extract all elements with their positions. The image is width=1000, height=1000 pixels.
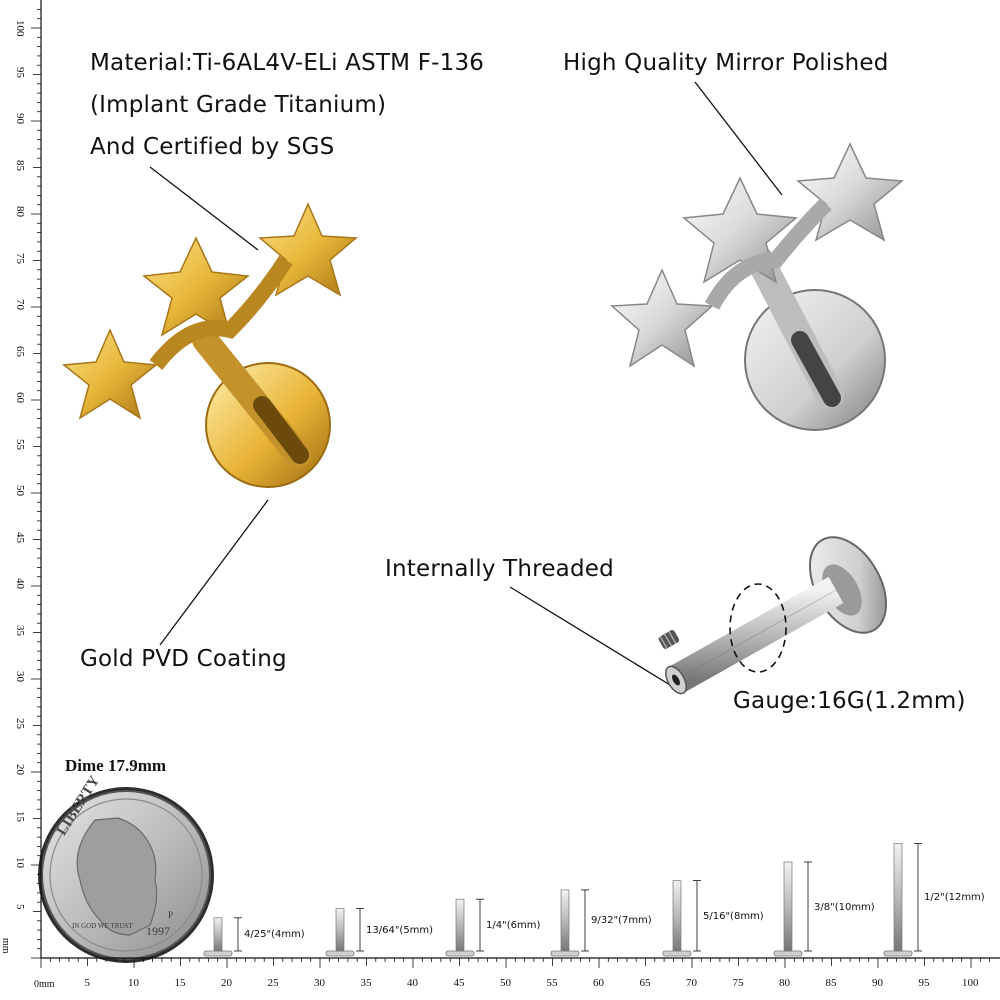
leader-lines [149,81,783,686]
silver-star-bridge [704,198,832,310]
mirror-leader [694,81,783,196]
length-label: 4/25"(4mm) [244,929,305,941]
horizontal-tick-label: 75 [732,977,744,989]
horizontal-tick-label: 40 [407,977,418,989]
length-size-chart [203,843,922,957]
material-leader [149,166,259,251]
length-label: 13/64"(5mm) [366,924,434,936]
horizontal-tick-label: 15 [174,977,186,989]
horizontal-tick-label: 70 [686,977,697,989]
length-label: 5/16"(8mm) [703,910,764,922]
gold-leader [159,499,269,646]
vertical-tick-label: 100 [14,20,26,37]
vertical-ruler-unit: mm [0,938,11,954]
length-bar-4mm [203,917,242,957]
vertical-tick-label: 10 [14,857,26,868]
horizontal-tick-label: 5 [84,977,91,989]
dime-motto-text: IN GOD WE TRUST [72,922,133,930]
horizontal-tick-label: 20 [221,977,232,989]
dime-portrait [76,817,158,936]
vertical-tick-label: 40 [14,578,26,589]
vertical-tick-label: 35 [14,624,26,636]
gold-star-2 [142,236,250,337]
horizontal-tick-label: 50 [500,977,511,989]
horizontal-tick-label: 25 [267,977,279,989]
vertical-tick-label: 5 [14,903,26,910]
horizontal-tick-label: 85 [825,977,837,989]
length-label: 1/2"(12mm) [924,892,985,904]
horizontal-tick-label: 35 [360,977,372,989]
silver-star-stud [610,142,904,431]
vertical-tick-label: 60 [14,392,26,403]
rulers [31,0,1000,968]
vertical-tick-label: 95 [14,66,26,78]
vertical-tick-label: 25 [14,717,26,729]
gauge-callout: Gauge:16G(1.2mm) [733,688,966,714]
vertical-tick-label: 90 [14,113,26,124]
vertical-tick-label: 65 [14,345,26,357]
gold-pvd-callout: Gold PVD Coating [80,646,287,672]
horizontal-tick-label: 80 [779,977,790,989]
length-bar-8mm [662,880,701,957]
silver-star-1 [610,268,714,368]
vertical-tick-label: 85 [14,159,26,171]
horizontal-tick-label: 30 [314,977,325,989]
mirror-polished-callout: High Quality Mirror Polished [563,50,889,76]
gold-star-stud [62,202,358,488]
vertical-tick-label: 15 [14,810,26,822]
vertical-tick-label: 70 [14,299,26,310]
vertical-tick-label: 80 [14,206,26,217]
gold-post-shadow [253,396,309,464]
length-bar-7mm [550,889,589,957]
length-bar-6mm [445,898,484,957]
gauge-dashed-highlight [729,583,787,673]
dime-mint-mark: P [168,910,174,920]
horizontal-tick-label: 100 [962,977,979,989]
length-bar-5mm [325,908,364,957]
horizontal-tick-label: 55 [546,977,558,989]
vertical-tick-label: 75 [14,252,26,264]
horizontal-tick-label: 65 [639,977,651,989]
dime-year-text: 1997 [146,924,170,938]
length-bar-12mm [883,843,922,957]
vertical-tick-label: 30 [14,671,26,682]
threaded-labret-post [658,536,887,695]
gold-star-bridge [149,255,293,370]
threaded-leader [509,586,671,686]
set-screw-icon [658,630,680,649]
vertical-tick-label: 45 [14,531,26,543]
horizontal-tick-label: 10 [128,977,139,989]
length-label: 9/32"(7mm) [591,915,652,927]
vertical-tick-label: 20 [14,764,26,775]
labret-shaft [668,576,844,694]
material-callout-line2: (Implant Grade Titanium) [90,92,387,118]
material-callout-line1: Material:Ti-6AL4V-ELi ASTM F-136 [90,50,485,76]
horizontal-tick-label: 95 [918,977,930,989]
length-label: 1/4"(6mm) [486,920,541,932]
dime-coin [38,787,214,963]
gold-star-1 [62,328,158,420]
silver-post-shadow [791,331,841,407]
horizontal-tick-label: 45 [453,977,465,989]
material-callout-line3: And Certified by SGS [90,134,335,160]
horizontal-tick-label: 60 [593,977,604,989]
vertical-tick-label: 50 [14,485,26,496]
length-label: 3/8"(10mm) [814,901,875,913]
dime-label: Dime 17.9mm [65,756,167,775]
horizontal-ruler-unit: 0mm [34,979,55,990]
horizontal-tick-label: 90 [872,977,883,989]
internally-threaded-callout: Internally Threaded [385,556,614,582]
vertical-tick-label: 55 [14,438,26,450]
length-bar-10mm [773,861,812,957]
